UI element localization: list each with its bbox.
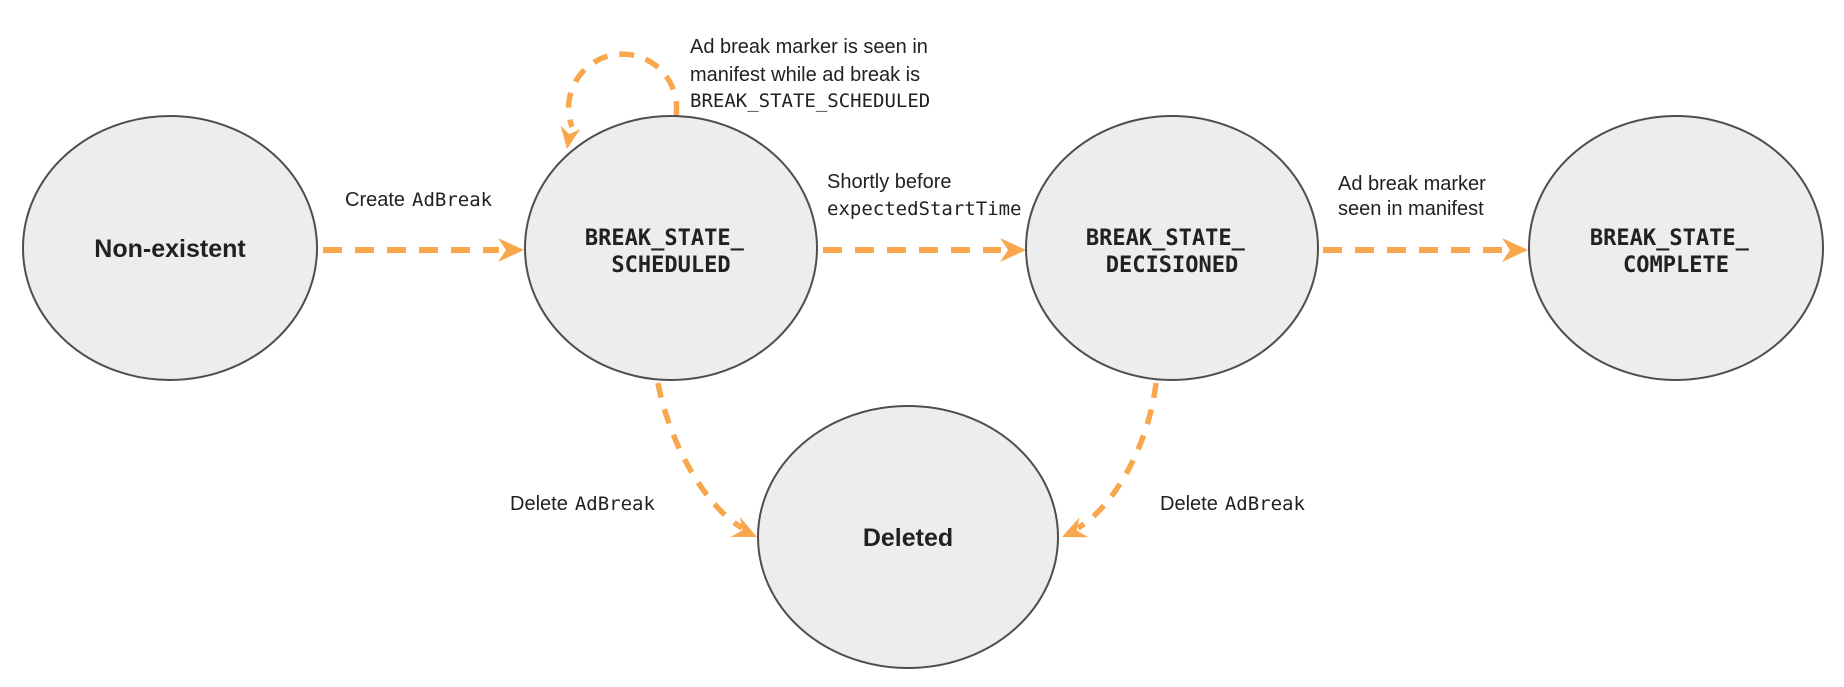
state-label-scheduled: BREAK_STATE_ SCHEDULED [585,226,757,278]
state-label-deleted: Deleted [863,524,953,552]
arrowhead-icon [560,125,581,149]
state-break-state-decisioned: BREAK_STATE_ DECISIONED [1025,115,1319,381]
transition-self-loop-scheduled: Ad break marker is seen in manifest whil… [560,36,933,149]
state-deleted: Deleted [757,405,1059,669]
self-loop-label: Ad break marker is seen in manifest whil… [690,36,933,112]
state-non-existent: Non-existent [22,115,318,381]
state-circle [1528,115,1824,381]
state-label-non-existent: Non-existent [94,235,246,263]
arrowhead-icon [1062,517,1089,538]
state-circle [1025,115,1319,381]
state-circle [524,115,818,381]
arrowhead-icon [1502,238,1528,262]
state-circle [757,405,1059,669]
delete-right-dashed-curve [1076,382,1159,531]
arrowhead-icon [730,516,757,537]
arrowhead-icon [1000,238,1026,262]
delete-left-dashed-curve [655,382,744,531]
arrowhead-icon [498,238,524,262]
transition-expected-start-time: Shortly before expectedStartTime [823,171,1026,262]
state-break-state-complete: BREAK_STATE_ COMPLETE [1528,115,1824,381]
transition-marker-seen: Ad break marker seen in manifest [1323,173,1528,262]
state-label-complete: BREAK_STATE_ COMPLETE [1590,226,1762,278]
state-label-decisioned: BREAK_STATE_ DECISIONED [1086,226,1258,278]
state-circle [22,115,318,381]
marker-seen-label: Ad break marker seen in manifest [1338,173,1491,220]
decision-label: Shortly before expectedStartTime [827,171,1021,220]
state-break-state-scheduled: BREAK_STATE_ SCHEDULED [524,115,818,381]
self-loop-dashed-arc [565,51,680,128]
